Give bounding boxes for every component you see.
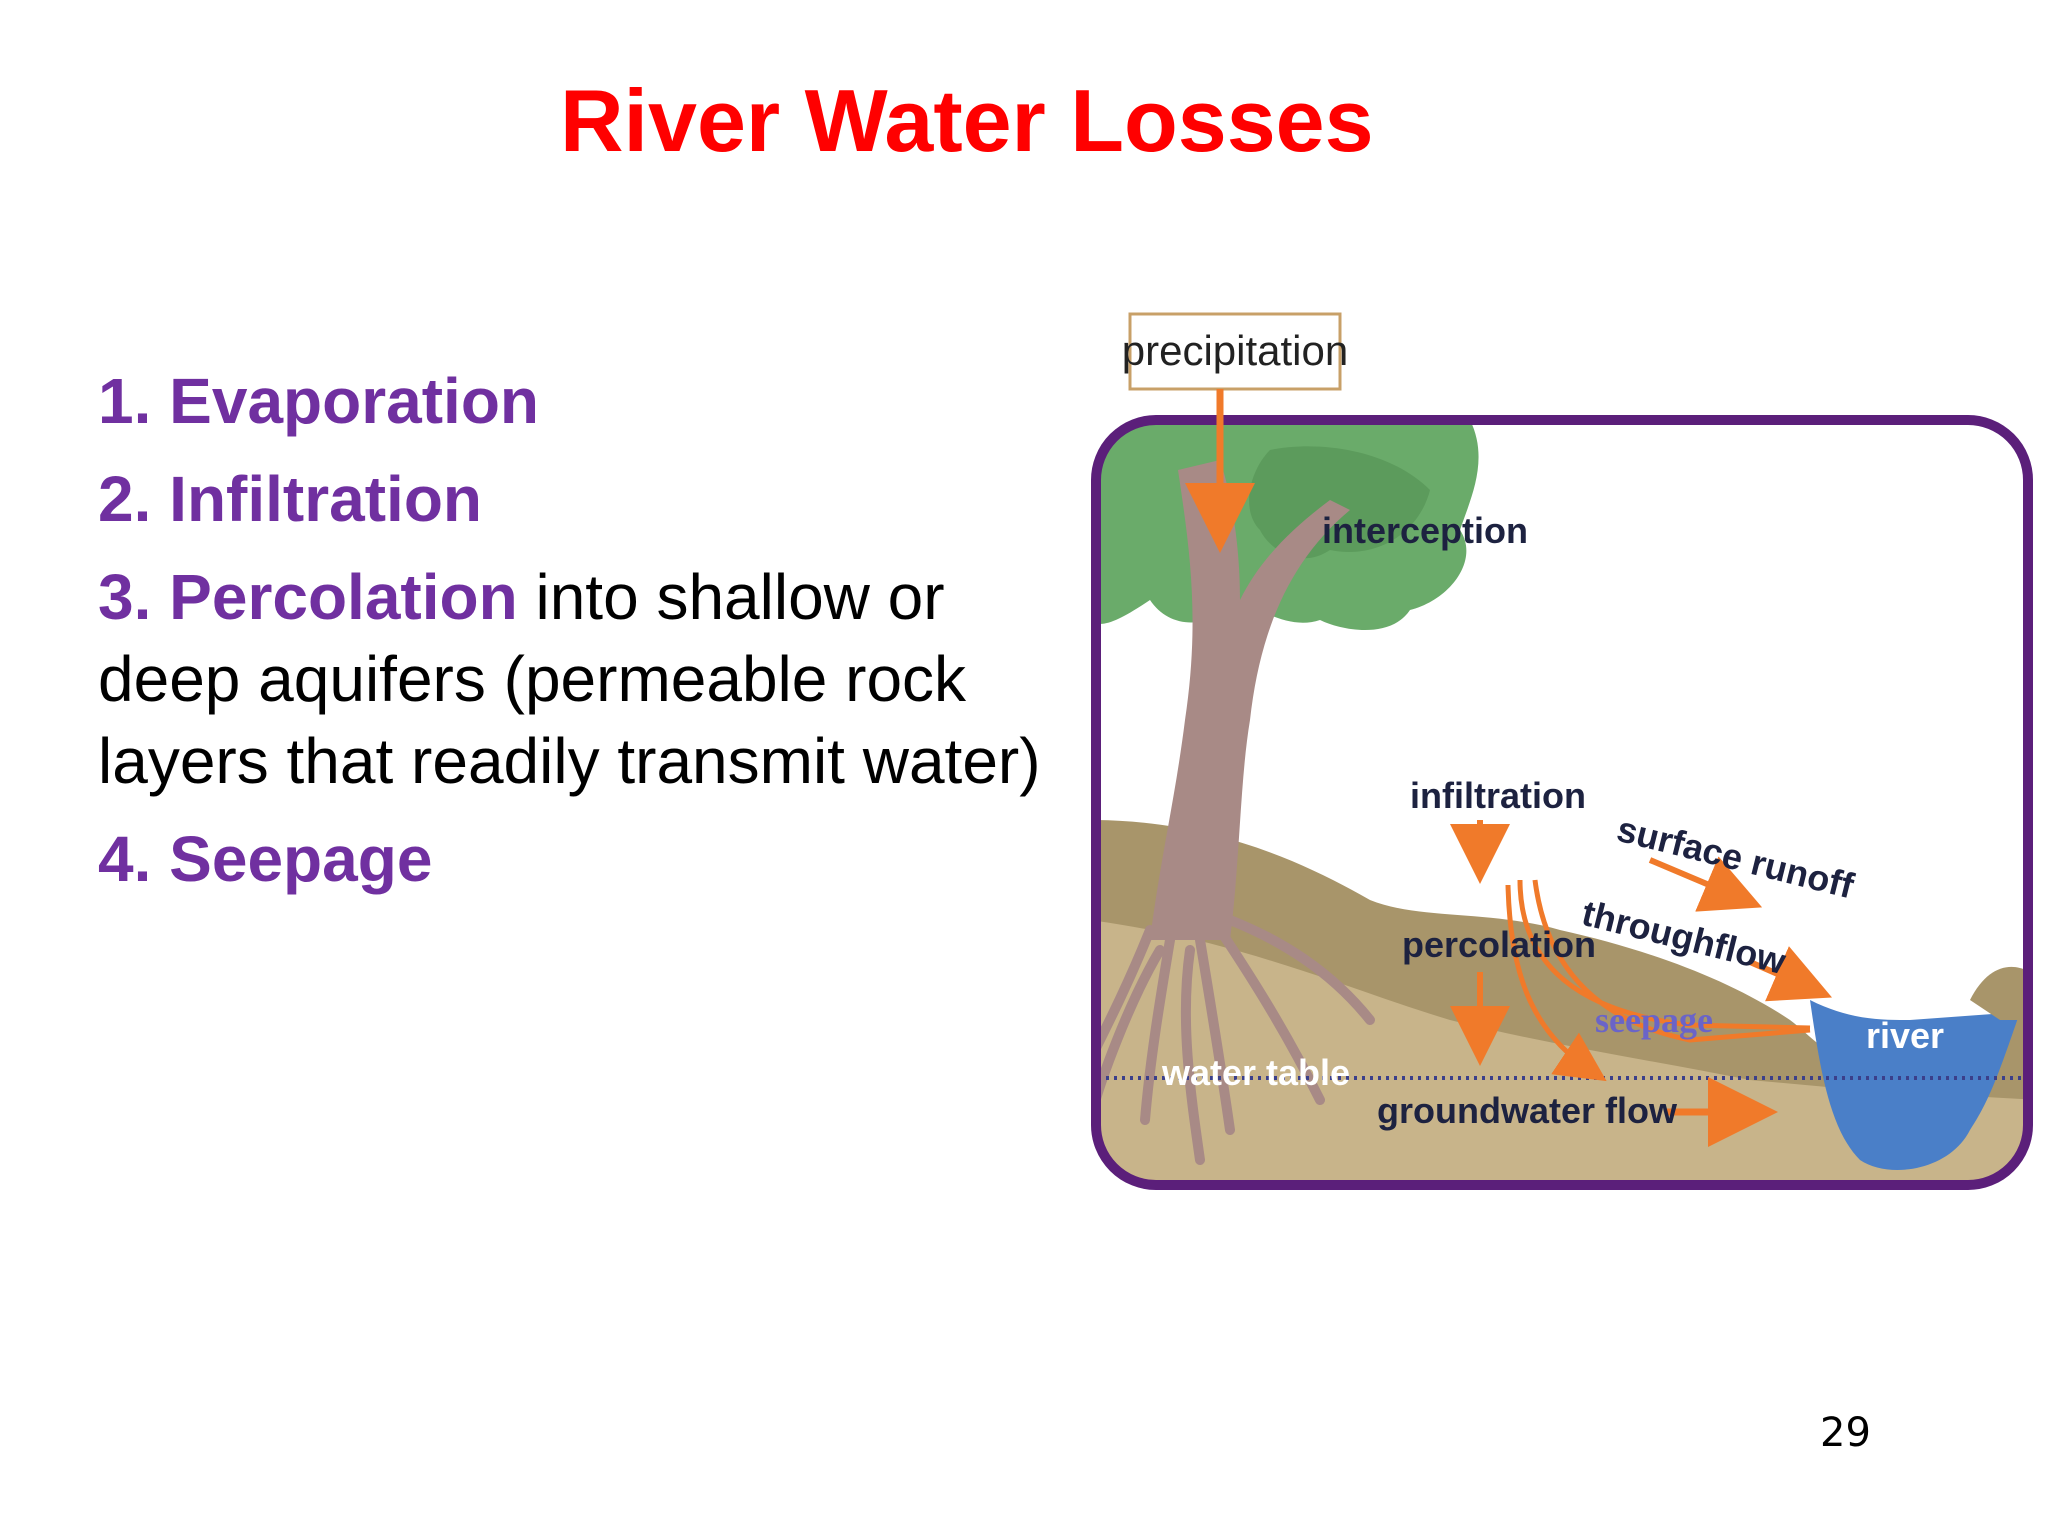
water-cycle-diagram: interception infiltration surface runoff… (1090, 300, 2040, 1200)
list-item: 4. Seepage (98, 818, 1058, 900)
diagram-scene: interception infiltration surface runoff… (1096, 420, 2028, 1185)
label-precipitation: precipitation (1122, 327, 1348, 374)
tree-roots (1096, 915, 1375, 1165)
page-number: 29 (1820, 1410, 1871, 1456)
label-groundwater-flow: groundwater flow (1377, 1090, 1678, 1131)
tree-trunk (1150, 460, 1350, 940)
throughflow-arrow (1748, 946, 1833, 1002)
precipitation-box (1128, 312, 1342, 391)
list-item-term: Evaporation (169, 365, 539, 437)
diagram-svg: interception infiltration surface runoff… (1091, 312, 2033, 1190)
label-water-table: water table (1161, 1052, 1350, 1093)
river-water (1810, 1000, 2020, 1170)
slide-title: River Water Losses (560, 71, 1374, 170)
list-item: 3. Percolation into shallow or deep aqui… (98, 556, 1058, 802)
river-bank (1970, 967, 2028, 1020)
list-item: 1. Evaporation (98, 360, 1058, 442)
label-percolation: percolation (1402, 924, 1596, 965)
list-item-description: into shallow or deep aquifers (permeable… (98, 561, 1041, 797)
list-item-number: 1. (98, 365, 152, 437)
list-item-term: Infiltration (169, 463, 482, 535)
label-infiltration: infiltration (1410, 775, 1586, 816)
label-river: river (1866, 1015, 1944, 1056)
list-item-number: 3. (98, 561, 170, 633)
loss-list: 1. Evaporation 2. Infiltration 3. Percol… (98, 360, 1058, 916)
surface-runoff-arrow (1648, 856, 1763, 912)
seepage-flow-lines (1505, 879, 1811, 1070)
list-item: 2. Infiltration (98, 458, 1058, 540)
list-item-number: 2. (98, 463, 152, 535)
list-item-term: Percolation (169, 561, 518, 633)
label-interception: interception (1322, 510, 1528, 551)
label-seepage: seepage (1595, 1000, 1713, 1040)
diagram-frame (1091, 415, 2033, 1190)
list-item-number: 4. (98, 823, 152, 895)
list-item-term: Seepage (169, 823, 433, 895)
